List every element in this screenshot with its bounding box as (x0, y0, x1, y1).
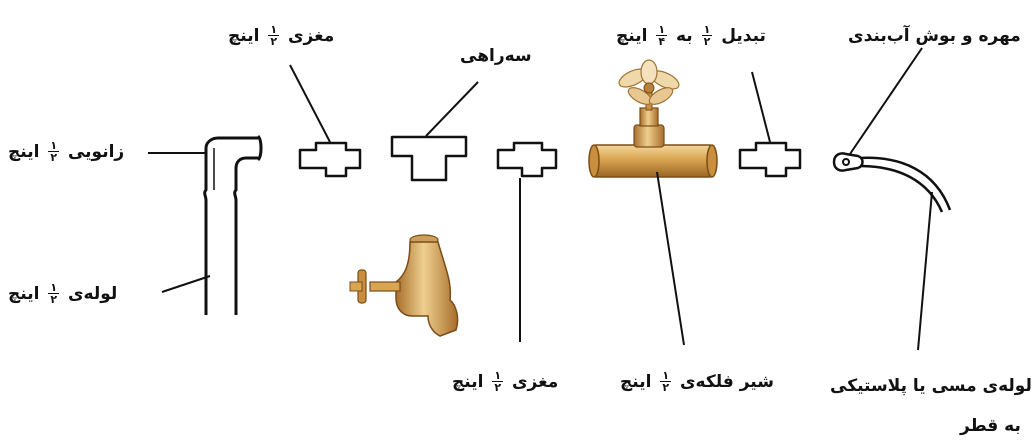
gate-valve-icon (588, 59, 718, 178)
core-fitting-icon-2 (496, 141, 558, 178)
leader-tee (425, 81, 479, 137)
label-tube-line1: لوله‌ی مسی یا پلاستیکی (830, 376, 1032, 396)
elbow-and-pipe-icon (203, 134, 263, 315)
leader-adapter (751, 71, 771, 143)
leader-nut (849, 47, 923, 155)
leader-lines (148, 47, 933, 351)
nut-and-tube-icon (832, 152, 952, 213)
adapter-fitting-icon (738, 141, 802, 178)
tee-fitting-icon (390, 135, 468, 182)
leader-core-top (289, 64, 331, 143)
leader-pipe (161, 275, 211, 293)
label-nut-seal: مهره و بوش آب‌بندی (848, 26, 1021, 46)
leader-valve (656, 171, 685, 346)
label-tube-line2: به قطر (960, 416, 1021, 436)
core-fitting-icon (298, 141, 362, 178)
faucet-icon (349, 234, 459, 337)
leader-tube (917, 191, 933, 351)
label-tee: سه‌راهی (460, 46, 532, 66)
